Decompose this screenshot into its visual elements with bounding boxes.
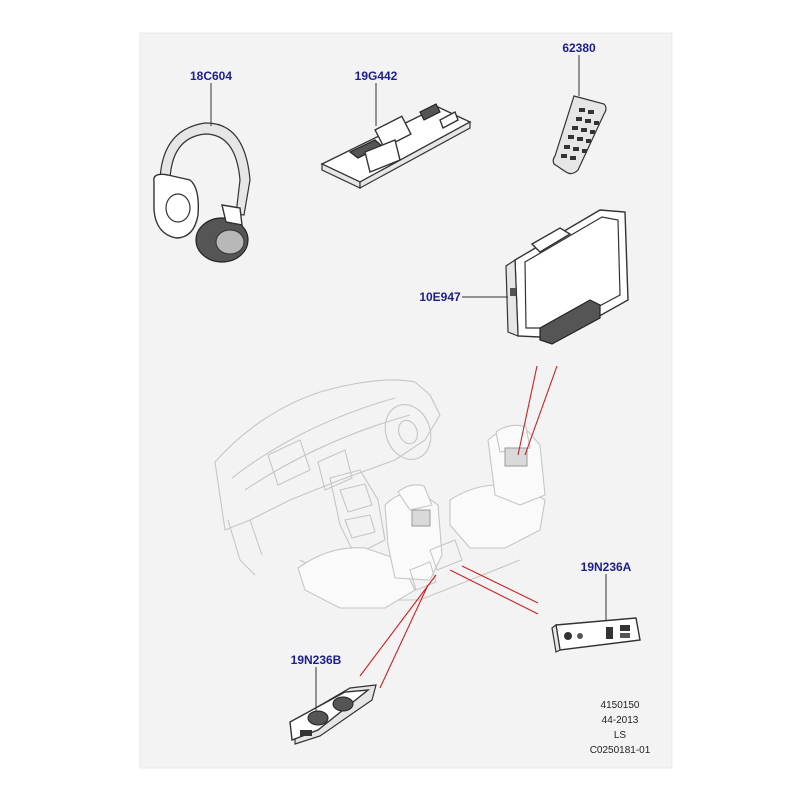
callout-headphones: 18C604 [190,69,232,83]
callout-remote: 62380 [562,41,596,55]
leader-screen-to-headrest-1 [517,365,538,456]
leader-panel-a-1 [461,565,539,604]
callout-jack-panel-b: 19N236B [291,653,342,667]
remote-illustration [552,95,607,175]
jack-panel-b-illustration [289,684,377,745]
headphones-illustration [153,122,251,263]
stamp-line-3: LS [614,730,627,741]
leader-panel-a-2 [449,569,539,615]
stamp-line-4: C0250181-01 [590,745,651,756]
leader-panel-b-2 [379,584,429,689]
leader-panel-b-1 [359,574,437,677]
stamp-line-2: 44-2013 [602,715,639,726]
callout-jack-panel-a: 19N236A [581,560,632,574]
stamp-line-1: 4150150 [601,700,640,711]
jack-panel-a-illustration [551,617,641,653]
callout-leaders [210,55,607,712]
callout-screen: 10E947 [419,290,461,304]
vehicle-interior-outline [214,379,546,609]
leader-screen-to-headrest-2 [524,365,558,456]
remote-buttons [561,108,599,160]
callout-console: 19G442 [355,69,398,83]
console-illustration [320,103,472,190]
installation-leaders [359,365,558,689]
screen-illustration [505,209,629,345]
